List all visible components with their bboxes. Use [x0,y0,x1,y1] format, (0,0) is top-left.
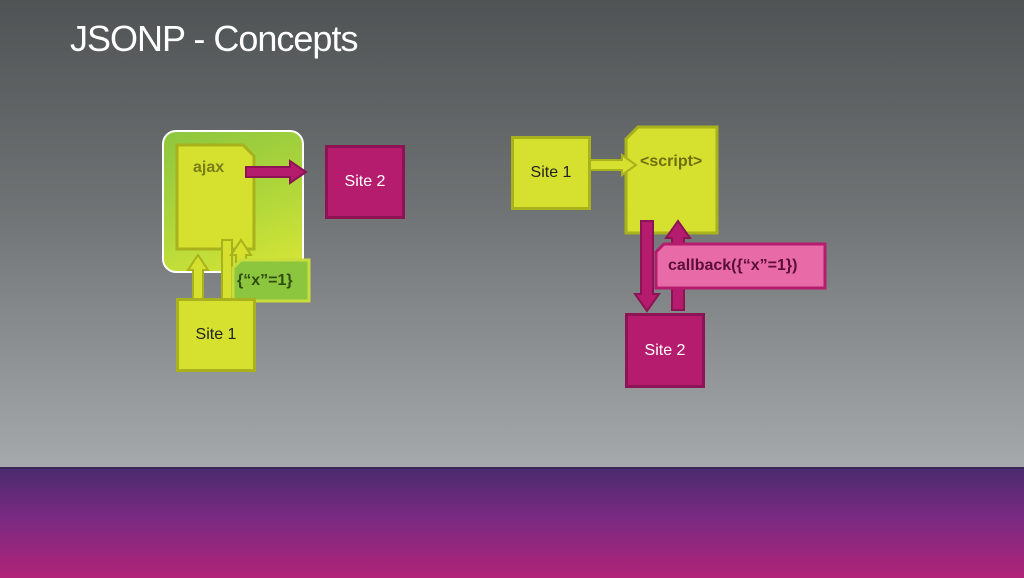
slide-title: JSONP - Concepts [70,18,358,59]
right-site1-label: Site 1 [530,164,572,181]
left-site2-box: Site 2 [325,145,405,219]
left-site1-label: Site 1 [195,326,237,343]
script-to-site2-arrow [633,220,661,313]
footer-band [0,467,1024,578]
right-site2-label: Site 2 [644,341,686,359]
script-document-shape [624,125,719,235]
left-site1-box: Site 1 [176,298,256,372]
right-site2-box: Site 2 [625,313,705,388]
ajax-to-site2-arrow [245,159,308,185]
script-label: <script> [640,153,703,170]
right-site1-box: Site 1 [511,136,591,210]
response-label: {“x”=1} [237,272,293,289]
left-site2-label: Site 2 [344,173,386,190]
ajax-label: ajax [193,159,225,176]
response-tag-shape [231,258,311,303]
callback-label: callback({“x”=1}) [668,257,798,274]
ajax-document-shape [175,143,256,251]
callback-tag-shape [654,242,827,290]
